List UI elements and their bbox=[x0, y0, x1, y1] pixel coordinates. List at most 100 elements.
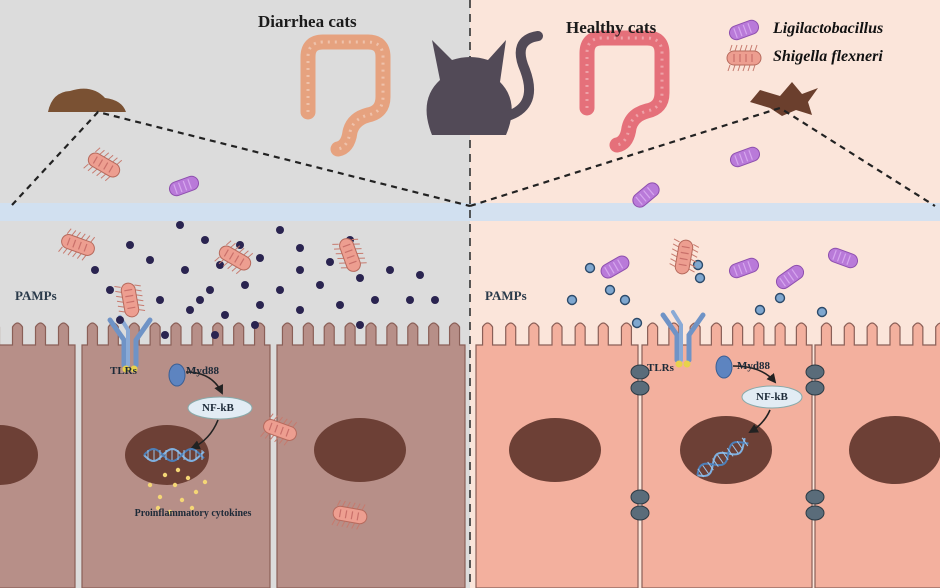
flagellum bbox=[693, 243, 700, 248]
nfkb-oval-left bbox=[187, 396, 253, 420]
flagellum bbox=[76, 231, 81, 238]
tlr-arm-inner bbox=[671, 310, 683, 362]
flagellum bbox=[337, 257, 344, 260]
body-stripe bbox=[98, 159, 104, 167]
body-stripe bbox=[239, 258, 245, 266]
legend-ligilactobacillus-label: Ligilactobacillus bbox=[773, 20, 884, 37]
junction-protein-top bbox=[630, 364, 650, 380]
body-stripe bbox=[733, 28, 738, 38]
body-stripe bbox=[229, 252, 235, 260]
adapter-dot bbox=[122, 365, 130, 373]
pamp-dot bbox=[221, 311, 229, 319]
tight-junction-icon-3 bbox=[805, 489, 825, 521]
flagellum bbox=[243, 250, 249, 256]
dna-rung bbox=[736, 440, 744, 450]
shigella-bacterium-icon bbox=[331, 499, 368, 530]
nfkb-label-right: NF-kB bbox=[756, 391, 788, 403]
myd88-icon-left bbox=[168, 363, 186, 387]
colon-outline bbox=[300, 34, 391, 157]
flagellum bbox=[351, 522, 356, 529]
legend-ligilactobacillus-icon bbox=[728, 19, 760, 41]
flagellum bbox=[356, 523, 361, 530]
colon-outline bbox=[579, 30, 670, 153]
flagellum bbox=[358, 257, 365, 259]
flagellum bbox=[222, 261, 229, 267]
pamp-dot bbox=[296, 306, 304, 314]
flagellum bbox=[96, 171, 102, 177]
flagellum bbox=[346, 501, 351, 508]
shigella-bacterium-icon bbox=[260, 413, 298, 446]
nucleus-1 bbox=[125, 425, 209, 485]
flagellum bbox=[671, 253, 678, 258]
pamp-dot bbox=[241, 281, 249, 289]
cat-silhouette-icon bbox=[426, 31, 543, 135]
flagellum bbox=[742, 64, 746, 72]
cat-head-body bbox=[426, 40, 512, 135]
tlr-receptor-icon-right bbox=[660, 310, 706, 368]
pamp-dot bbox=[631, 317, 643, 329]
body-stripe bbox=[103, 162, 109, 170]
flagellum bbox=[269, 434, 275, 441]
flagellum bbox=[116, 159, 123, 165]
dna-rung bbox=[697, 468, 704, 478]
flagellum bbox=[116, 300, 124, 303]
tight-junction-icon-0 bbox=[630, 364, 650, 396]
flagellum bbox=[739, 44, 743, 52]
body-stripe bbox=[679, 257, 688, 261]
flagellum bbox=[670, 258, 677, 263]
flagellum bbox=[231, 266, 238, 272]
pamp-dot bbox=[584, 262, 596, 274]
flagellum bbox=[332, 243, 339, 245]
flagellum bbox=[752, 64, 756, 72]
pamp-dot bbox=[386, 266, 394, 274]
flagellum bbox=[672, 243, 679, 248]
pamp-dot bbox=[774, 292, 786, 304]
pamp-dot bbox=[106, 286, 114, 294]
ligilactobacillus-bacterium-icon bbox=[728, 257, 760, 279]
colon-icon-healthy bbox=[579, 30, 670, 153]
pamp-dot bbox=[156, 296, 164, 304]
pamps-label-left: PAMPs bbox=[15, 288, 57, 303]
pamp-dot bbox=[276, 286, 284, 294]
flagellum bbox=[116, 295, 123, 298]
diarrhea-cats-title: Diarrhea cats bbox=[258, 12, 357, 31]
colon-haustra bbox=[585, 36, 664, 147]
junction-protein-bottom bbox=[805, 380, 825, 396]
pamps-label-right: PAMPs bbox=[485, 288, 527, 303]
body-stripe bbox=[356, 512, 360, 521]
ligilactobacillus-bacterium-icon bbox=[827, 247, 859, 269]
flagellum bbox=[76, 253, 82, 259]
cytokine-dot bbox=[162, 472, 168, 478]
shigella-bacterium-icon bbox=[669, 238, 700, 275]
body-stripe bbox=[742, 262, 748, 273]
shigella-bacterium-icon bbox=[214, 240, 254, 275]
dna-strand bbox=[143, 447, 205, 462]
flagellum bbox=[108, 154, 114, 160]
shigella-bacterium-icon bbox=[83, 147, 123, 182]
flagellum bbox=[71, 230, 77, 236]
cytokine-dot bbox=[155, 505, 161, 511]
pamp-dot bbox=[816, 306, 828, 318]
pamp-dot bbox=[566, 294, 578, 306]
colon-haustra bbox=[306, 40, 385, 151]
pamp-dot bbox=[176, 221, 184, 229]
flagellum bbox=[727, 64, 731, 72]
body-stripe bbox=[791, 269, 799, 278]
flagellum bbox=[346, 521, 351, 528]
flagellum bbox=[737, 64, 741, 72]
flagellum bbox=[67, 249, 73, 256]
body-stripe bbox=[108, 165, 114, 173]
body-stripe bbox=[77, 241, 82, 250]
pamp-dot bbox=[619, 294, 631, 306]
flagellum bbox=[235, 269, 242, 275]
flagellum bbox=[287, 420, 293, 426]
body-stripe bbox=[173, 184, 178, 194]
adapter-dot bbox=[683, 360, 691, 368]
body-stripe bbox=[643, 190, 651, 199]
body-stripe bbox=[344, 510, 348, 519]
body-stripe bbox=[126, 300, 135, 304]
diarrhea-feces-icon bbox=[48, 88, 126, 112]
pamp-dot bbox=[181, 266, 189, 274]
flagellum bbox=[273, 415, 279, 421]
